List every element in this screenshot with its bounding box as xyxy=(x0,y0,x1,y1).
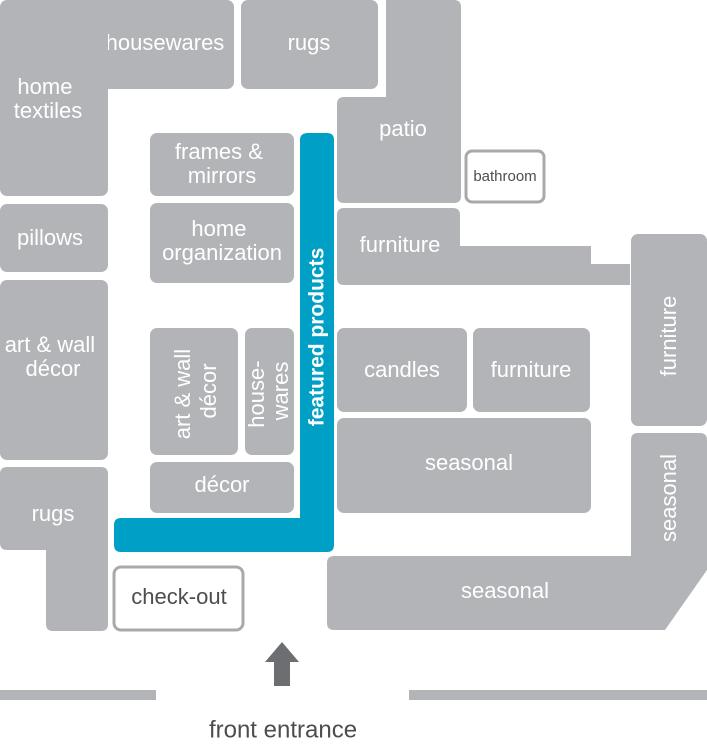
furniture-right-label: furniture xyxy=(656,296,681,377)
home-organization-area[interactable] xyxy=(150,203,294,283)
home-textiles-label: home textiles xyxy=(14,74,82,123)
housewares-top-area[interactable] xyxy=(96,0,234,89)
seasonal-right-label: seasonal xyxy=(656,454,681,542)
up-arrow-icon xyxy=(265,642,299,686)
front-entrance-label: front entrance xyxy=(209,716,357,743)
frames-mirrors-label: frames & mirrors xyxy=(175,139,269,188)
furniture-patio-area[interactable] xyxy=(337,208,630,285)
seasonal-center-area[interactable] xyxy=(337,418,591,513)
rugs-top-label: rugs xyxy=(288,30,331,55)
housewares-center-area[interactable] xyxy=(245,328,294,455)
housewares-top-label: housewares xyxy=(106,30,225,55)
bathroom-label: bathroom xyxy=(473,168,536,185)
rugs-top-area[interactable] xyxy=(241,0,378,89)
front-wall-right xyxy=(409,690,707,700)
home-textiles-area[interactable] xyxy=(0,0,108,196)
patio-label: patio xyxy=(379,116,427,141)
seasonal-bottom-area[interactable] xyxy=(327,433,707,630)
home-organization-label: home organization xyxy=(162,216,282,265)
featured-products-area[interactable] xyxy=(114,133,334,552)
housewares-center-label: house- wares xyxy=(244,354,293,427)
bathroom-area[interactable] xyxy=(464,149,546,204)
art-wall-decor-left-label: art & wall décor xyxy=(5,332,102,381)
patio-area[interactable] xyxy=(337,0,461,203)
featured-products-label: featured products xyxy=(306,248,329,427)
furniture-center-area[interactable] xyxy=(473,328,590,412)
checkout-area[interactable] xyxy=(112,565,245,632)
decor-label: décor xyxy=(194,472,249,497)
candles-area[interactable] xyxy=(337,328,467,412)
art-wall-decor-center-area[interactable] xyxy=(150,328,238,455)
pillows-label: pillows xyxy=(17,225,83,250)
frames-mirrors-area[interactable] xyxy=(150,133,294,196)
furniture-right-area[interactable] xyxy=(631,234,707,426)
rugs-bottom-left-label: rugs xyxy=(32,501,75,526)
pillows-area[interactable] xyxy=(0,204,108,272)
furniture-center-label: furniture xyxy=(491,357,572,382)
candles-label: candles xyxy=(364,357,440,382)
art-wall-decor-center-label: art & wall décor xyxy=(170,343,221,440)
seasonal-bottom-label: seasonal xyxy=(461,578,549,603)
seasonal-center-label: seasonal xyxy=(425,450,513,475)
checkout-label: check-out xyxy=(131,584,226,609)
rugs-bottom-left-area[interactable] xyxy=(0,467,108,631)
furniture-patio-label: furniture xyxy=(360,232,441,257)
decor-area[interactable] xyxy=(150,462,294,513)
front-wall-left xyxy=(0,690,156,700)
art-wall-decor-left-area[interactable] xyxy=(0,280,108,460)
